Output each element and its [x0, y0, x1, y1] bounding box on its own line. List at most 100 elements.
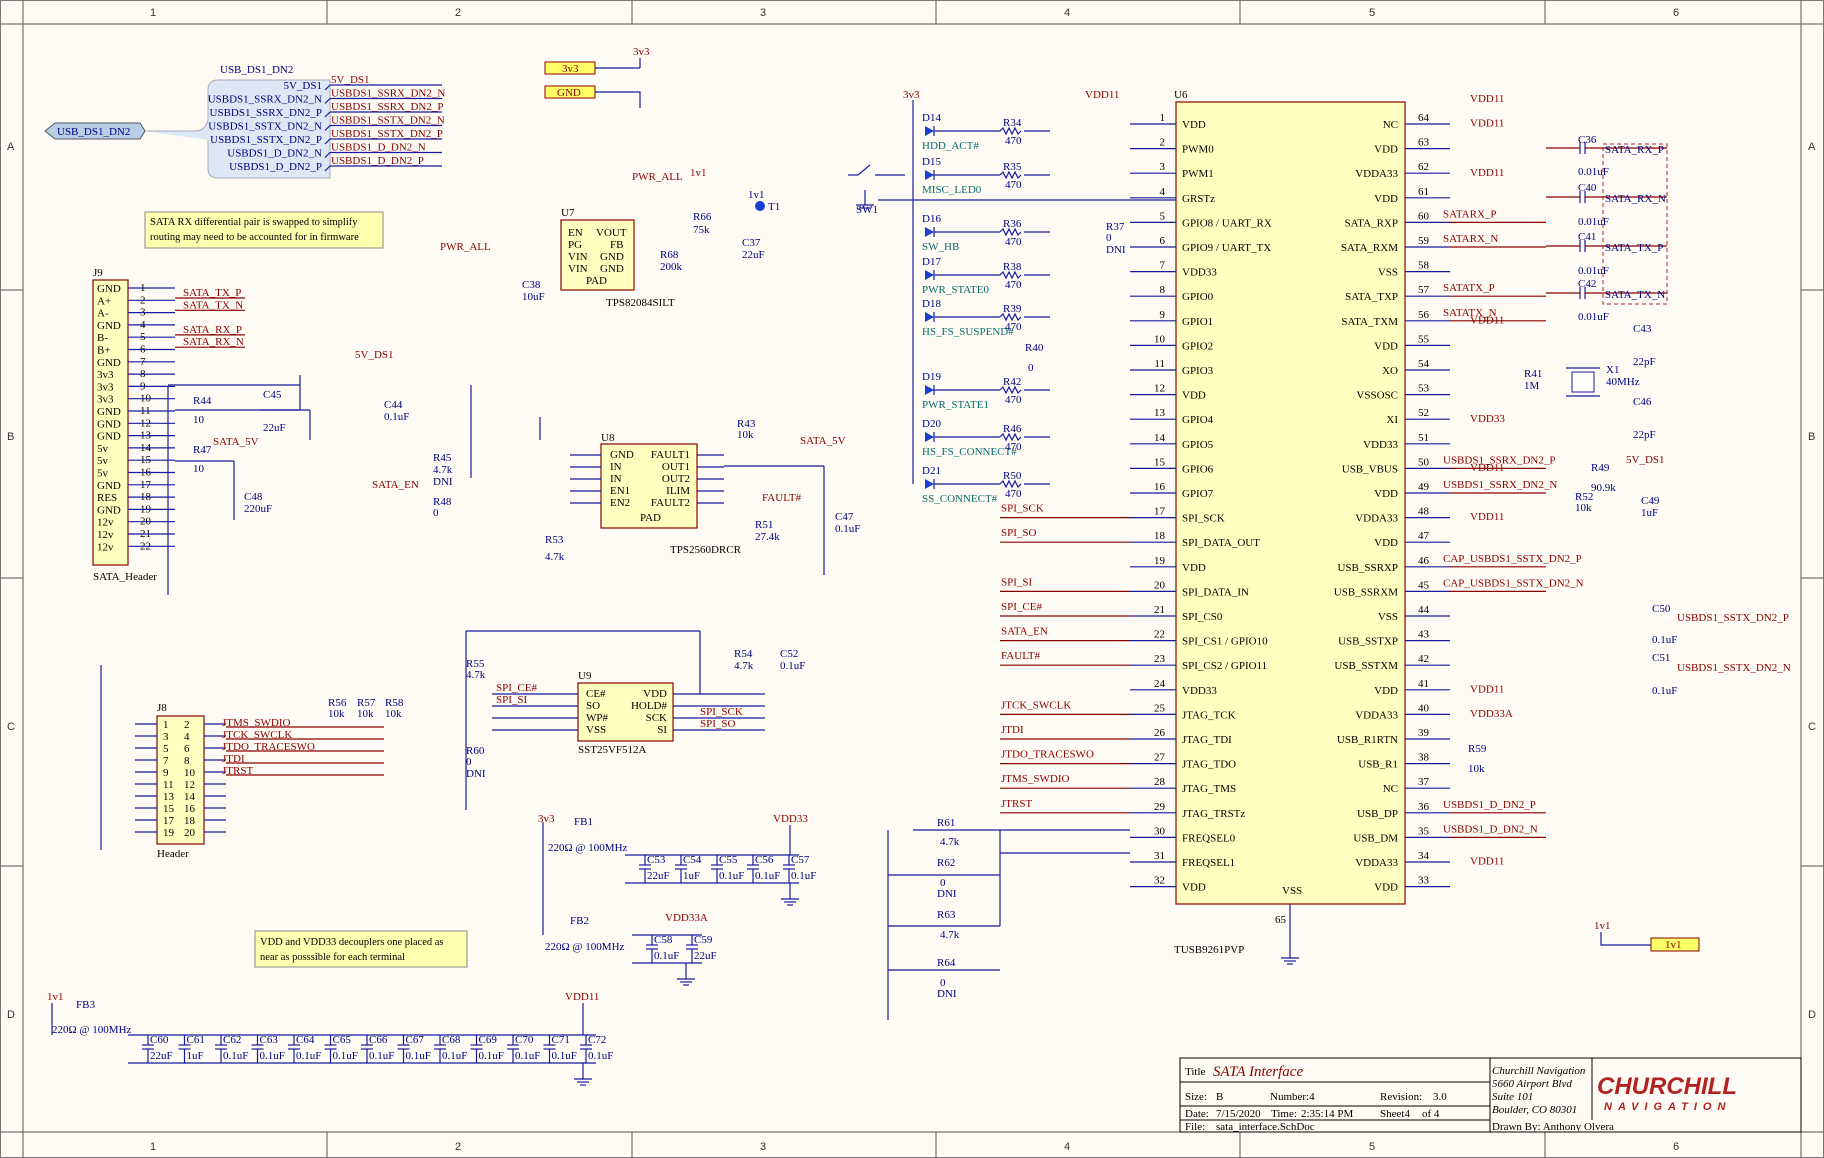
company-logo-bottom: NAVIGATION — [1604, 1101, 1731, 1113]
u6-pinnum-2: 2 — [1160, 137, 1166, 149]
led-symbol-2 — [925, 227, 934, 237]
u6-pinnum-29: 29 — [1154, 801, 1166, 813]
u8-pin-l0: GND — [610, 449, 634, 461]
u6-right-nets: SATARX_PSATARX_NSATATX_PSATATX_NUSBDS1_S… — [1443, 93, 1667, 868]
r63-val: 4.7k — [940, 929, 960, 941]
j8-body[interactable] — [156, 715, 205, 845]
u6-right-supply-5: VDD11 — [1470, 462, 1504, 474]
r37-val: 0 — [1106, 232, 1112, 244]
caps_vdd33-ref-0: C53 — [647, 854, 666, 866]
c44-val: 0.1uF — [384, 411, 409, 423]
j9-body[interactable] — [92, 279, 129, 566]
fb3-ref: FB3 — [76, 999, 95, 1011]
u6-pin-57: SATA_TXP — [1345, 291, 1398, 303]
u6-pin-21: SPI_CS0 — [1182, 611, 1223, 623]
u6-body[interactable] — [1175, 101, 1406, 905]
led-net-2: SW_HB — [922, 241, 959, 253]
caps_vdd11-val-7: 0.1uF — [406, 1050, 431, 1062]
led-symbol-7 — [925, 479, 934, 489]
zone-bottom-2: 2 — [455, 1141, 461, 1153]
r43-ref: R43 — [737, 418, 756, 430]
bus-entry-0: 5V_DS1 — [283, 80, 322, 92]
c43-ref: C43 — [1633, 323, 1652, 335]
j9-pin-14: 5v — [97, 443, 109, 455]
vbus-divider: R49 90.9k R52 10k C49 1uF 5V_DS1 C50 0.1… — [1468, 454, 1791, 775]
u7-body[interactable] — [560, 219, 635, 291]
u6-pin-60: SATA_RXP — [1344, 217, 1398, 229]
u6-pinnum-43: 43 — [1418, 629, 1430, 641]
u6-pin-42: USB_SSTXM — [1334, 660, 1398, 672]
j9-pin-9: 3v3 — [97, 381, 114, 393]
u6-vdd11-top: VDD11 — [1085, 89, 1119, 101]
u9-pin-l0: CE# — [586, 688, 606, 700]
u6-pin-61: VDD — [1374, 193, 1398, 205]
led-r-val-2: 470 — [1005, 236, 1022, 248]
c44-ref: C44 — [384, 399, 403, 411]
j9-pin-6: B+ — [97, 345, 111, 357]
u8-body[interactable] — [600, 443, 698, 529]
j9-pin-15: 5v — [97, 455, 109, 467]
u6-pinnum-1: 1 — [1160, 112, 1166, 124]
r58-val: 10k — [385, 708, 402, 720]
r43-val: 10k — [737, 429, 754, 441]
test-point-t1[interactable] — [755, 201, 765, 211]
usb-bus-label: USB_DS1_DN2 — [220, 64, 293, 76]
usb-port-label: USB_DS1_DN2 — [57, 126, 130, 138]
caps_vdd11-ref-11: C71 — [552, 1034, 570, 1046]
caps_vdd11-ref-2: C62 — [223, 1034, 241, 1046]
u6-pinnum-40: 40 — [1418, 702, 1430, 714]
zone-left-B: B — [7, 431, 14, 443]
j8-net-3: JTDI — [222, 753, 245, 765]
supply-1v1-u7: 1v1 — [690, 167, 707, 179]
u7-pin-fb: FB — [610, 239, 623, 251]
u6-pin-39: USB_R1RTN — [1337, 734, 1398, 746]
j9-pin-3: A- — [97, 308, 109, 320]
j9-sata-5v: SATA_5V — [213, 436, 259, 448]
sata-tx-n: SATA_TX_N — [1605, 289, 1665, 301]
u6-pin-64: NC — [1383, 119, 1398, 131]
caps_vdd33-val-0: 22uF — [647, 870, 670, 882]
u6-pin-4: GRSTz — [1182, 193, 1215, 205]
u6-pinnum-59: 59 — [1418, 235, 1430, 247]
sstx-n-net: USBDS1_SSTX_DN2_N — [1677, 662, 1791, 674]
r48-val: 0 — [433, 507, 439, 519]
u9-body[interactable] — [577, 682, 674, 742]
zone-top-5: 5 — [1369, 7, 1375, 19]
j9-pin-10: 3v3 — [97, 394, 114, 406]
freqsel-resistors: R61 4.7k R62 0 DNI R63 4.7k R64 0 DNI — [937, 817, 960, 1000]
crystal-x1: X1 40MHz C43 22pF C46 22pF R41 1M — [1524, 323, 1656, 441]
c47-val: 0.1uF — [835, 523, 860, 535]
led-ref-3: D17 — [922, 256, 941, 268]
j9-name: SATA_Header — [93, 571, 157, 583]
bus-net-0: 5V_DS1 — [331, 74, 370, 86]
caps_vdd11-ref-8: C68 — [442, 1034, 461, 1046]
u6-pinnum-57: 57 — [1418, 284, 1430, 296]
u6-pin-1: VDD — [1182, 119, 1206, 131]
r64-val: 0 — [940, 977, 946, 989]
u6-pin-58: VSS — [1378, 267, 1398, 279]
u6-pinnum-23: 23 — [1154, 653, 1166, 665]
led-net-4: HS_FS_SUSPEND# — [922, 326, 1014, 338]
u6-pinnum-7: 7 — [1160, 260, 1166, 272]
u6-pinnum-3: 3 — [1160, 161, 1166, 173]
vdd33a-supply: VDD33A — [665, 912, 708, 924]
sata-rx-n: SATA_RX_N — [1605, 193, 1666, 205]
zone-top-3: 3 — [760, 7, 766, 19]
caps_vdd33-ref-3: C56 — [755, 854, 774, 866]
u6-left-net-jtrst: JTRST — [1001, 798, 1032, 810]
zone-right-C: C — [1808, 721, 1816, 733]
u6-pin-29: JTAG_TRSTz — [1182, 808, 1245, 820]
port-1v1[interactable] — [1650, 937, 1700, 952]
r41-val: 1M — [1524, 380, 1540, 392]
caps_vdd11-ref-10: C70 — [515, 1034, 534, 1046]
caps_vdd11-val-12: 0.1uF — [588, 1050, 613, 1062]
j8-pin-13: 13 — [163, 791, 175, 803]
j9-pin-17: GND — [97, 480, 121, 492]
u9-pin-l3: VSS — [586, 724, 606, 736]
u6-pinnum-6: 6 — [1160, 235, 1166, 247]
tb-addr3: Boulder, CO 80301 — [1492, 1104, 1577, 1116]
zone-bottom-6: 6 — [1673, 1141, 1679, 1153]
u6-left-net-jtdo: JTDO_TRACESWO — [1001, 749, 1094, 761]
tb-title-label: Title — [1185, 1066, 1206, 1078]
